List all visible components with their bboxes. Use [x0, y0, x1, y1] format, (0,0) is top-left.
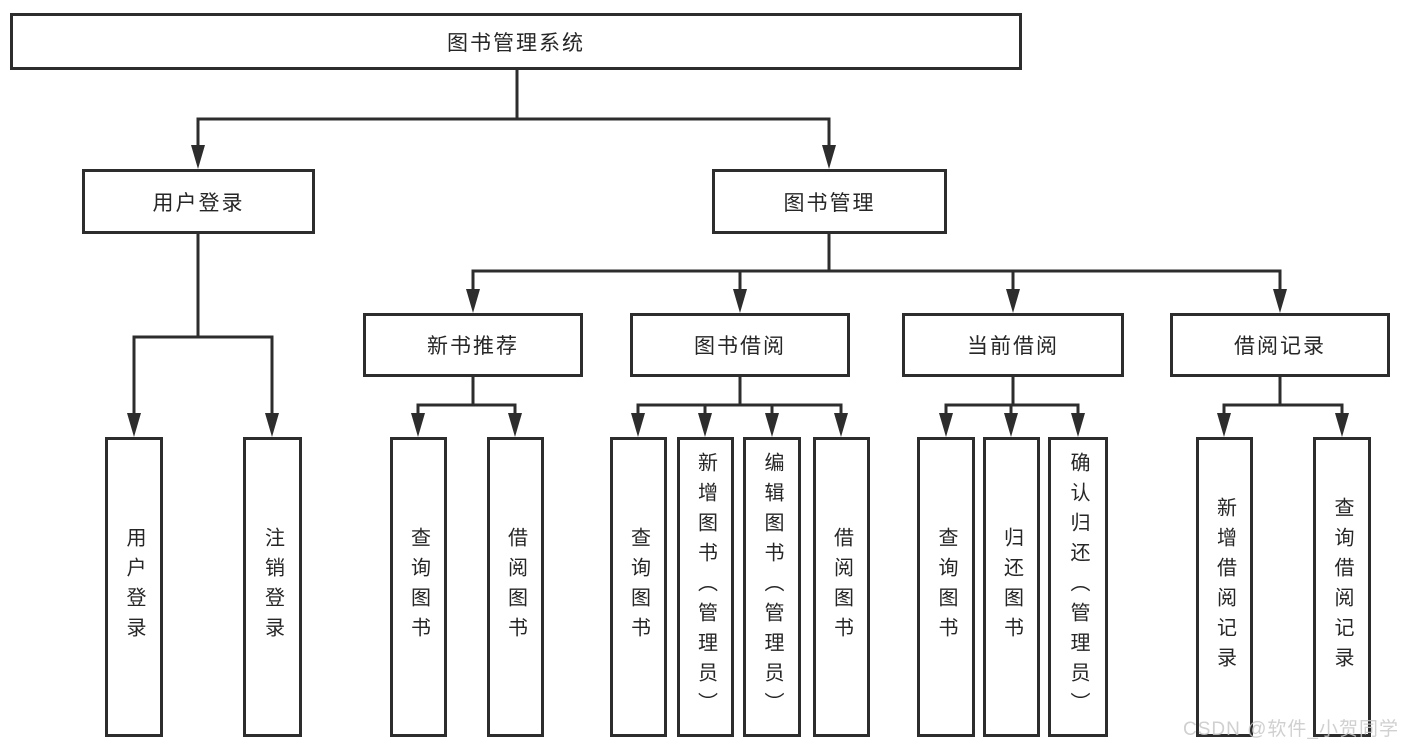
arrowhead — [1273, 289, 1287, 313]
leaf-bb-add-books-admin: 新增图书（管理员） — [677, 437, 734, 737]
leaf-cb-return-books: 归还图书 — [983, 437, 1040, 737]
leaf-cb-confirm-return-admin: 确认归还（管理员） — [1048, 437, 1108, 737]
arrowhead — [411, 413, 425, 437]
arrowhead — [765, 413, 779, 437]
node-root-system: 图书管理系统 — [10, 13, 1022, 70]
leaf-br-query-record: 查询借阅记录 — [1313, 437, 1371, 737]
node-book-management: 图书管理 — [712, 169, 947, 234]
arrowhead — [631, 413, 645, 437]
arrowhead — [1217, 413, 1231, 437]
arrowhead — [733, 289, 747, 313]
arrowhead — [1006, 289, 1020, 313]
arrowhead — [265, 413, 279, 437]
leaf-user-login: 用户登录 — [105, 437, 163, 737]
arrowhead — [1004, 413, 1018, 437]
arrowhead — [191, 145, 205, 169]
node-new-book-recommend: 新书推荐 — [363, 313, 583, 377]
leaf-logout-login: 注销登录 — [243, 437, 302, 737]
arrowhead — [1071, 413, 1085, 437]
leaf-br-add-record: 新增借阅记录 — [1196, 437, 1253, 737]
leaf-nbr-query-books: 查询图书 — [390, 437, 447, 737]
leaf-bb-query-books: 查询图书 — [610, 437, 667, 737]
arrowhead — [698, 413, 712, 437]
arrowhead — [508, 413, 522, 437]
leaf-bb-borrow-books: 借阅图书 — [813, 437, 870, 737]
node-borrowing-records: 借阅记录 — [1170, 313, 1390, 377]
node-user-login: 用户登录 — [82, 169, 315, 234]
arrowheads — [127, 145, 1349, 437]
leaf-bb-edit-books-admin: 编辑图书（管理员） — [743, 437, 801, 737]
arrowhead — [834, 413, 848, 437]
node-book-borrowing: 图书借阅 — [630, 313, 850, 377]
leaf-nbr-borrow-books: 借阅图书 — [487, 437, 544, 737]
node-current-borrowing: 当前借阅 — [902, 313, 1124, 377]
csdn-watermark: CSDN @软件_小贺同学 — [1183, 719, 1399, 740]
arrowhead — [127, 413, 141, 437]
arrowhead — [939, 413, 953, 437]
arrowhead — [822, 145, 836, 169]
arrowhead — [466, 289, 480, 313]
connector-line-path — [132, 67, 1344, 420]
arrowhead — [1335, 413, 1349, 437]
leaf-cb-query-books: 查询图书 — [917, 437, 975, 737]
